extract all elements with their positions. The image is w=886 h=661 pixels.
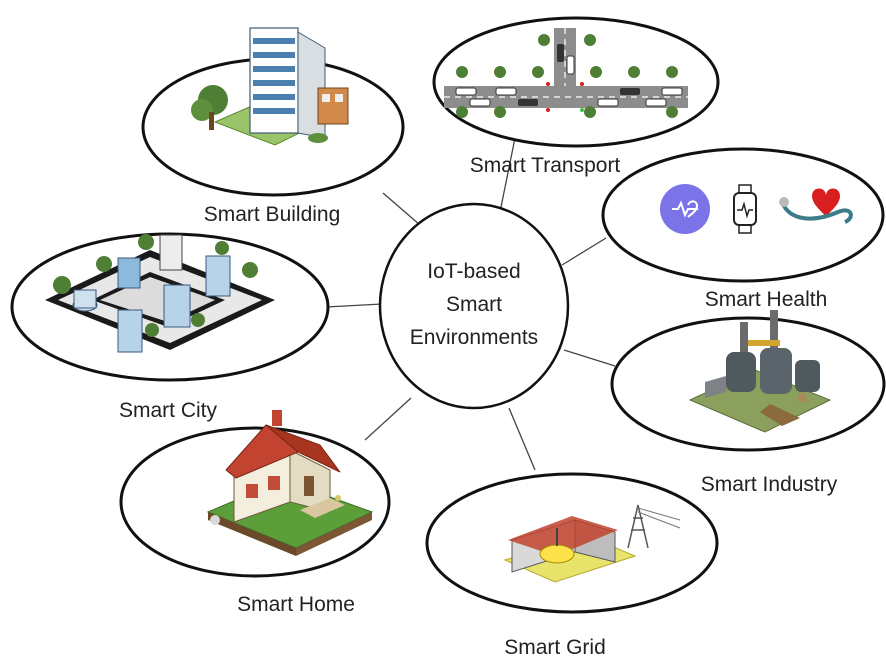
label-smart-city: Smart City: [119, 399, 218, 422]
node-smart-industry: Smart Industry: [610, 310, 886, 496]
node-smart-home: Smart Home: [119, 410, 391, 616]
health-devices-icon: [660, 184, 853, 234]
node-smart-building: Smart Building: [141, 27, 405, 226]
connector-home: [364, 397, 412, 441]
label-smart-home: Smart Home: [237, 593, 355, 616]
connector-city: [325, 303, 383, 308]
label-smart-grid: Smart Grid: [504, 636, 606, 659]
label-smart-industry: Smart Industry: [701, 473, 838, 496]
city-blocks-icon: [45, 234, 275, 353]
label-smart-building: Smart Building: [204, 203, 341, 226]
connector-health: [561, 237, 607, 266]
power-grid-icon: [503, 504, 681, 583]
heartbeat-icon: [660, 184, 710, 234]
label-smart-health: Smart Health: [705, 288, 828, 311]
node-center: IoT-based Smart Environments: [378, 202, 570, 410]
connector-lines: [325, 137, 616, 471]
house-icon: [206, 410, 374, 556]
connector-industry: [563, 349, 616, 367]
label-smart-transport: Smart Transport: [470, 154, 621, 177]
connector-grid: [508, 407, 536, 471]
heart-icon: [812, 188, 840, 218]
traffic-road-icon: [444, 28, 688, 118]
factory-icon: [688, 310, 832, 433]
center-label-line-1: IoT-based: [427, 260, 520, 283]
connector-transport: [499, 137, 516, 213]
node-smart-grid: Smart Grid: [425, 472, 719, 659]
node-smart-city: Smart City: [10, 232, 330, 422]
node-smart-health: Smart Health: [601, 147, 885, 311]
center-label-line-3: Environments: [410, 326, 538, 349]
stethoscope-icon: [780, 201, 853, 224]
center-circle: [378, 202, 570, 410]
node-smart-transport: Smart Transport: [432, 16, 720, 177]
connector-building: [382, 192, 421, 226]
building-icon: [191, 27, 349, 146]
center-label-line-2: Smart: [446, 293, 502, 316]
